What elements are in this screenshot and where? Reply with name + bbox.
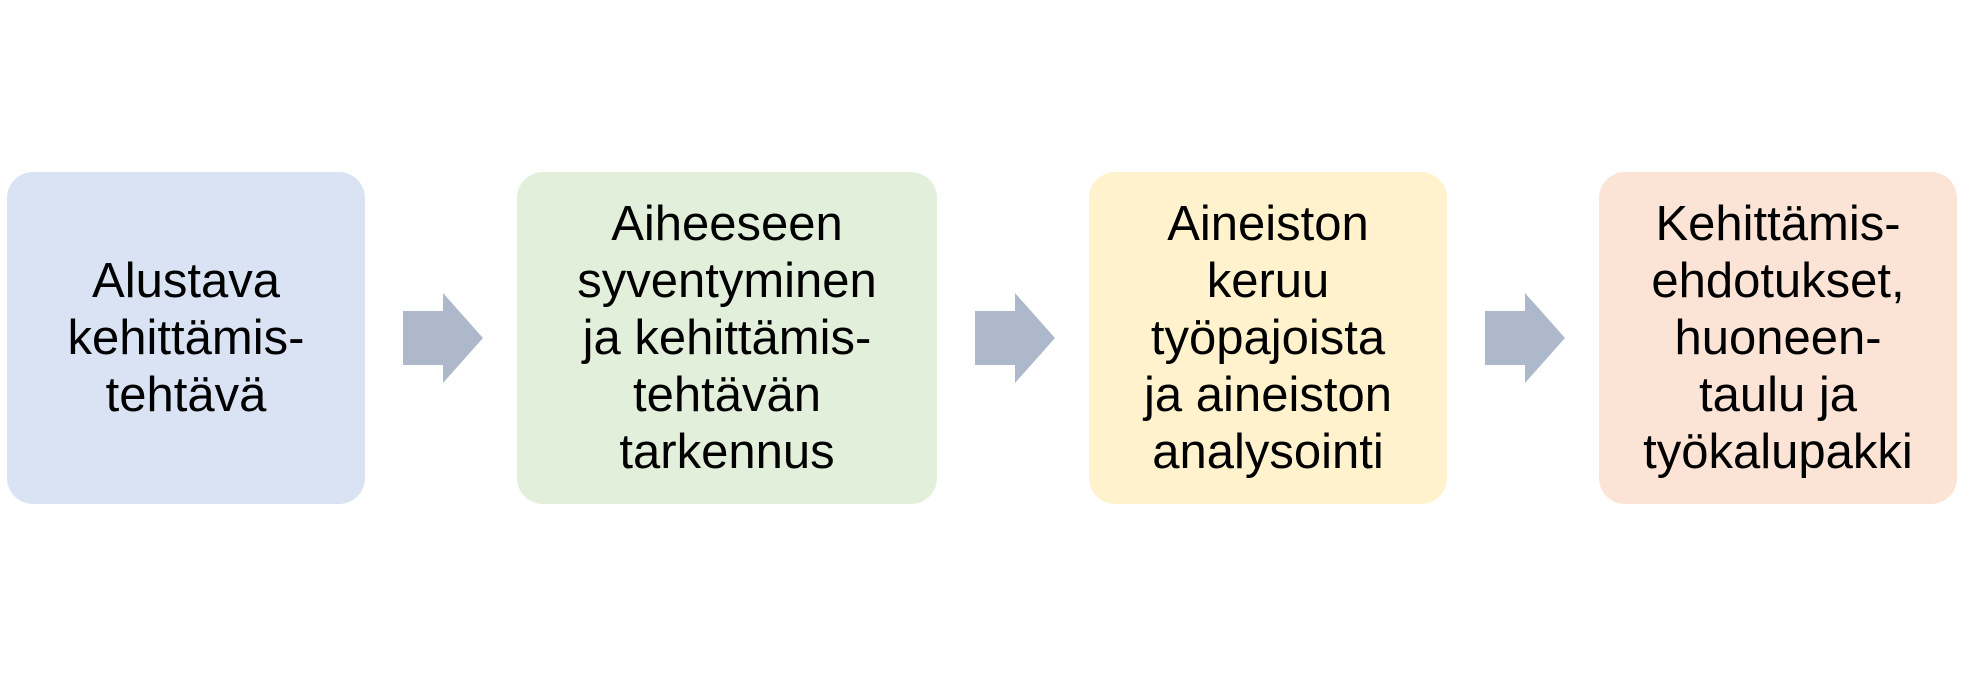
arrow-right-icon [975,293,1055,383]
step-label-2: Aiheeseen syventyminen ja kehittämis- te… [577,196,877,479]
step-label-1: Alustava kehittämis- tehtävä [67,253,305,422]
arrow-right-icon [403,293,483,383]
arrow-right-icon [1485,293,1565,383]
step-label-3: Aineiston keruu työpajoista ja aineiston… [1144,196,1392,479]
step-box-2: Aiheeseen syventyminen ja kehittämis- te… [517,172,937,504]
step-box-4: Kehittämis- ehdotukset, huoneen- taulu j… [1599,172,1957,504]
step-box-3: Aineiston keruu työpajoista ja aineiston… [1089,172,1447,504]
step-label-4: Kehittämis- ehdotukset, huoneen- taulu j… [1643,196,1913,479]
step-box-1: Alustava kehittämis- tehtävä [7,172,365,504]
